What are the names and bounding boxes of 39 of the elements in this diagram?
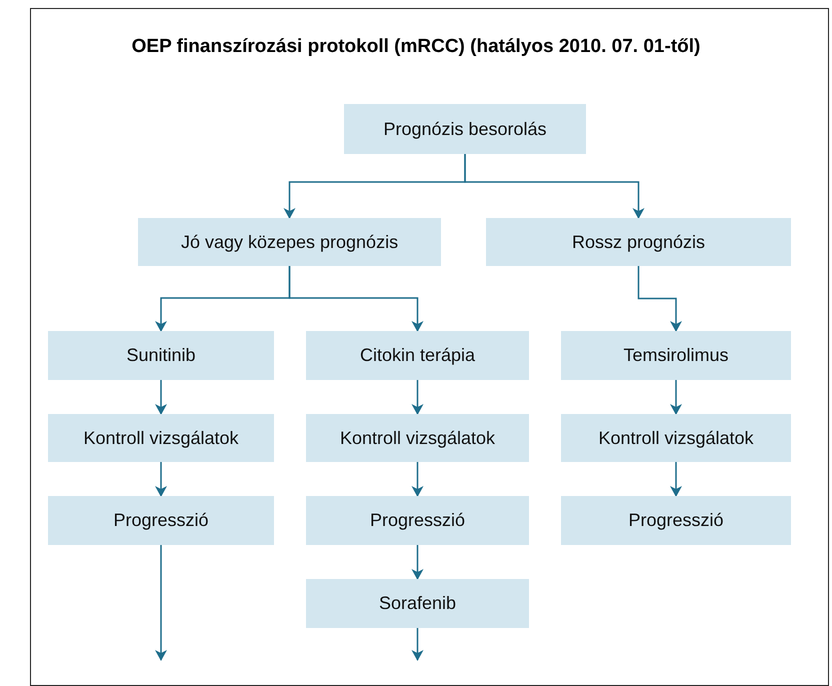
diagram-title: OEP finanszírozási protokoll (mRCC) (hatályos 2010. 07. 01-től) (130, 36, 702, 58)
arrow (155, 545, 167, 661)
box-label: Jó vagy közepes prognózis (180, 232, 398, 252)
box-label: Sunitinib (126, 345, 196, 366)
arrow (670, 380, 682, 415)
arrow (288, 266, 424, 332)
box-label: Progresszió (113, 510, 209, 531)
box-label: Temsirolimus (623, 345, 728, 366)
process-box (306, 496, 529, 545)
process-box (306, 331, 529, 380)
box-label: Progresszió (370, 510, 466, 531)
box-label: Progresszió (628, 510, 724, 531)
process-box (486, 218, 791, 266)
arrow (638, 266, 682, 332)
process-box (561, 414, 791, 462)
box-label: Prognózis besorolás (383, 118, 547, 140)
process-box (561, 331, 791, 380)
process-box (48, 414, 274, 462)
box-label: Kontroll vizsgálatok (340, 428, 496, 448)
arrow (464, 154, 644, 219)
process-box (138, 218, 441, 266)
process-box (561, 496, 791, 545)
box-label: Kontroll vizsgálatok (83, 428, 239, 448)
box-label: Sorafenib (378, 593, 456, 614)
process-box (306, 414, 529, 462)
box-label: Kontroll vizsgálatok (598, 428, 754, 448)
arrow (155, 380, 167, 415)
arrow (155, 462, 167, 497)
arrow (670, 462, 682, 497)
process-box (306, 579, 529, 628)
arrow (412, 545, 424, 580)
arrow (412, 380, 424, 415)
process-box (344, 104, 586, 154)
arrow (412, 628, 424, 661)
arrow (412, 462, 424, 497)
box-label: Citokin terápia (360, 345, 476, 366)
process-box (48, 331, 274, 380)
box-label: Rossz prognózis (572, 232, 706, 252)
process-box (48, 496, 274, 545)
